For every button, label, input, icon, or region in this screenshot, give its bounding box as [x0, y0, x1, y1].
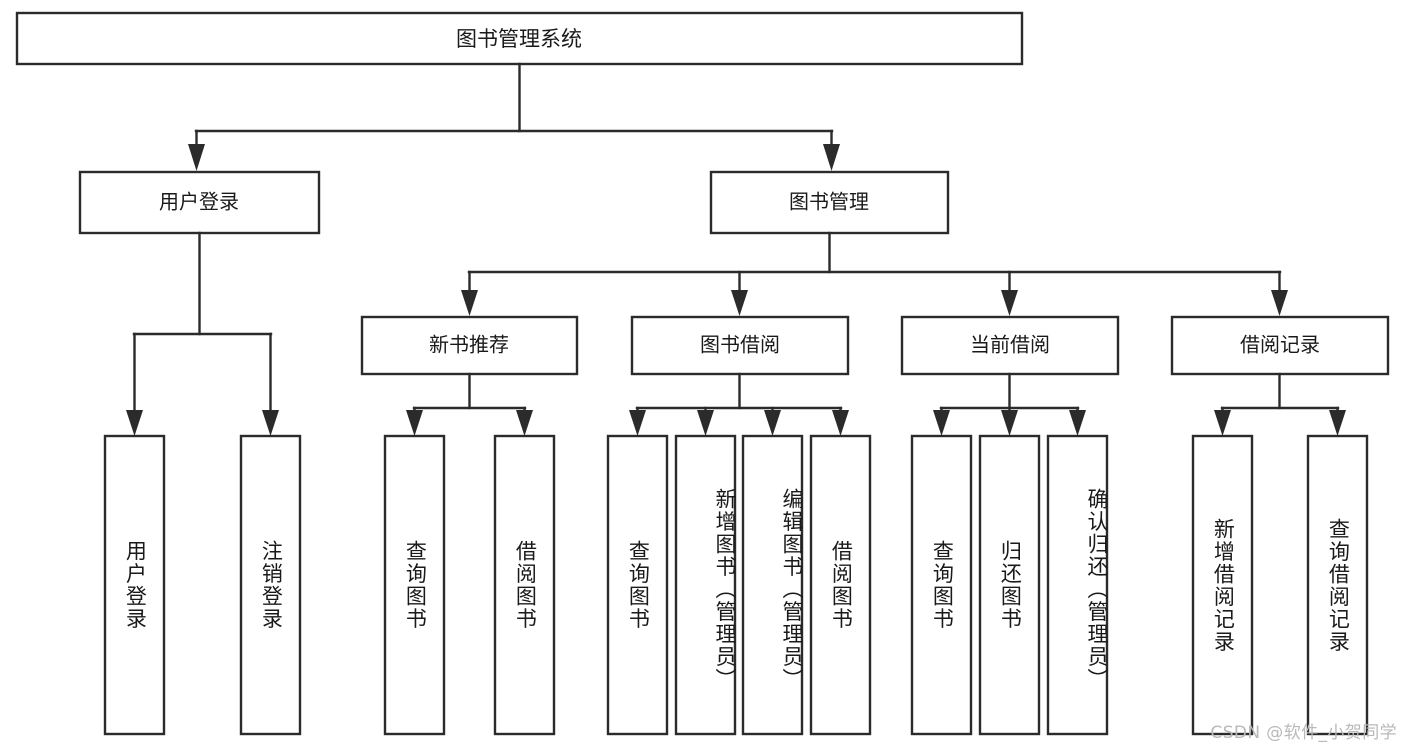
node-book-management[interactable]: 图书管理: [709, 170, 950, 235]
borrow-record-label: 借阅记录: [1240, 333, 1320, 357]
new-book-recommend-label: 新书推荐: [429, 333, 509, 357]
leaf-query-book-2-box[interactable]: [606, 434, 669, 736]
node-user-login[interactable]: 用户登录: [78, 170, 321, 235]
leaf-query-book-3-box[interactable]: [910, 434, 973, 736]
leaf-add-record-box[interactable]: [1191, 434, 1254, 736]
new-book-recommend-box[interactable]: [360, 315, 579, 376]
arrow-leaf-user-login: [126, 410, 143, 436]
arrow-book-borrow: [731, 290, 748, 316]
book-borrow-label: 图书借阅: [700, 333, 780, 357]
arrow-borrow-record: [1271, 290, 1288, 316]
arrow-leaf-add-book: [697, 410, 714, 436]
arrow-current-borrow: [1001, 290, 1018, 316]
current-borrow-label: 当前借阅: [970, 333, 1050, 357]
arrow-leaf-query-book-3: [933, 410, 950, 436]
arrow-leaf-query-record: [1329, 410, 1346, 436]
root-box[interactable]: [15, 11, 1024, 66]
arrow-leaf-add-record: [1214, 410, 1231, 436]
arrow-user-login: [188, 144, 205, 171]
leaf-add-book-box[interactable]: [674, 434, 737, 736]
arrow-leaf-edit-book: [764, 410, 781, 436]
arrow-leaf-query-book-1: [406, 410, 423, 436]
leaf-borrow-book-1-box[interactable]: [493, 434, 556, 736]
user-login-label: 用户登录: [159, 190, 239, 214]
csdn-watermark: CSDN @软件_小贺同学: [1210, 723, 1397, 743]
current-borrow-box[interactable]: [900, 315, 1120, 376]
arrow-leaf-return-book: [1001, 410, 1018, 436]
leaf-confirm-return-box[interactable]: [1046, 434, 1109, 736]
node-new-book-recommend[interactable]: 新书推荐: [360, 315, 579, 376]
leaf-logout-box[interactable]: [239, 434, 302, 736]
leaf-borrow-book-2-box[interactable]: [809, 434, 872, 736]
borrow-record-box[interactable]: [1170, 315, 1390, 376]
leaf-query-record-box[interactable]: [1306, 434, 1369, 736]
node-book-borrow[interactable]: 图书借阅: [630, 315, 850, 376]
arrow-leaf-borrow-book-2: [832, 410, 849, 436]
arrow-leaf-borrow-book-1: [516, 410, 533, 436]
leaf-edit-book-box[interactable]: [741, 434, 804, 736]
book-management-label: 图书管理: [789, 190, 869, 214]
root-label: 图书管理系统: [456, 27, 582, 51]
arrow-leaf-logout: [262, 410, 279, 436]
arrow-new-book-recommend: [461, 290, 478, 316]
node-root[interactable]: 图书管理系统: [15, 11, 1024, 66]
arrow-leaf-confirm-return: [1069, 410, 1086, 436]
arrow-book-management: [823, 144, 840, 171]
node-borrow-record[interactable]: 借阅记录: [1170, 315, 1390, 376]
node-current-borrow[interactable]: 当前借阅: [900, 315, 1120, 376]
leaf-query-book-1-box[interactable]: [383, 434, 446, 736]
leaf-user-login-box[interactable]: [103, 434, 166, 736]
book-borrow-box[interactable]: [630, 315, 850, 376]
leaf-return-book-box[interactable]: [978, 434, 1041, 736]
book-management-box[interactable]: [709, 170, 950, 235]
arrow-leaf-query-book-2: [629, 410, 646, 436]
